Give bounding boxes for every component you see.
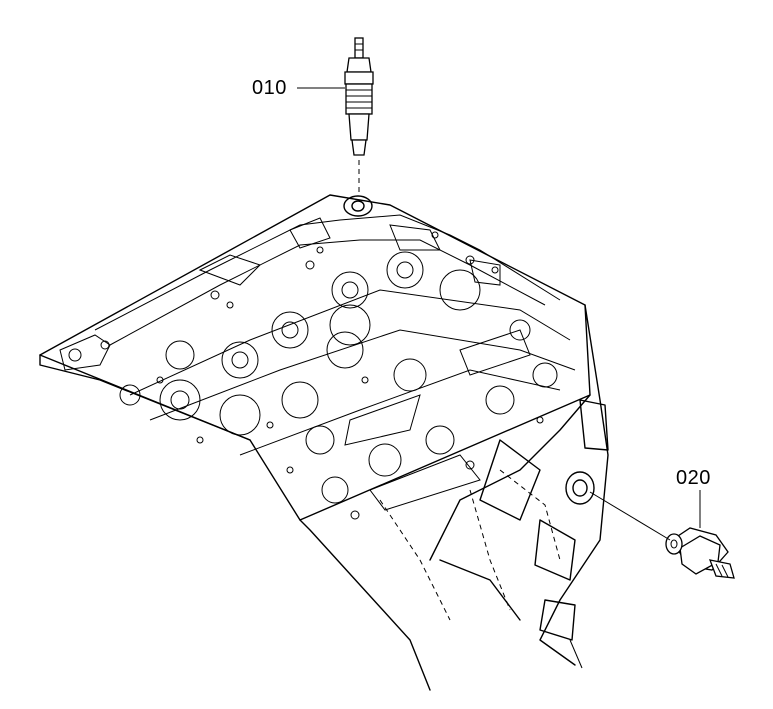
callout-leaders (297, 87, 701, 528)
head-gasket-surface (59, 195, 576, 520)
pressure-switch-icon (589, 491, 735, 579)
glow-plug-icon (344, 37, 374, 196)
callout-010: 010 (252, 77, 287, 99)
cylinder-head-outline (39, 194, 609, 691)
callout-020: 020 (676, 467, 711, 489)
